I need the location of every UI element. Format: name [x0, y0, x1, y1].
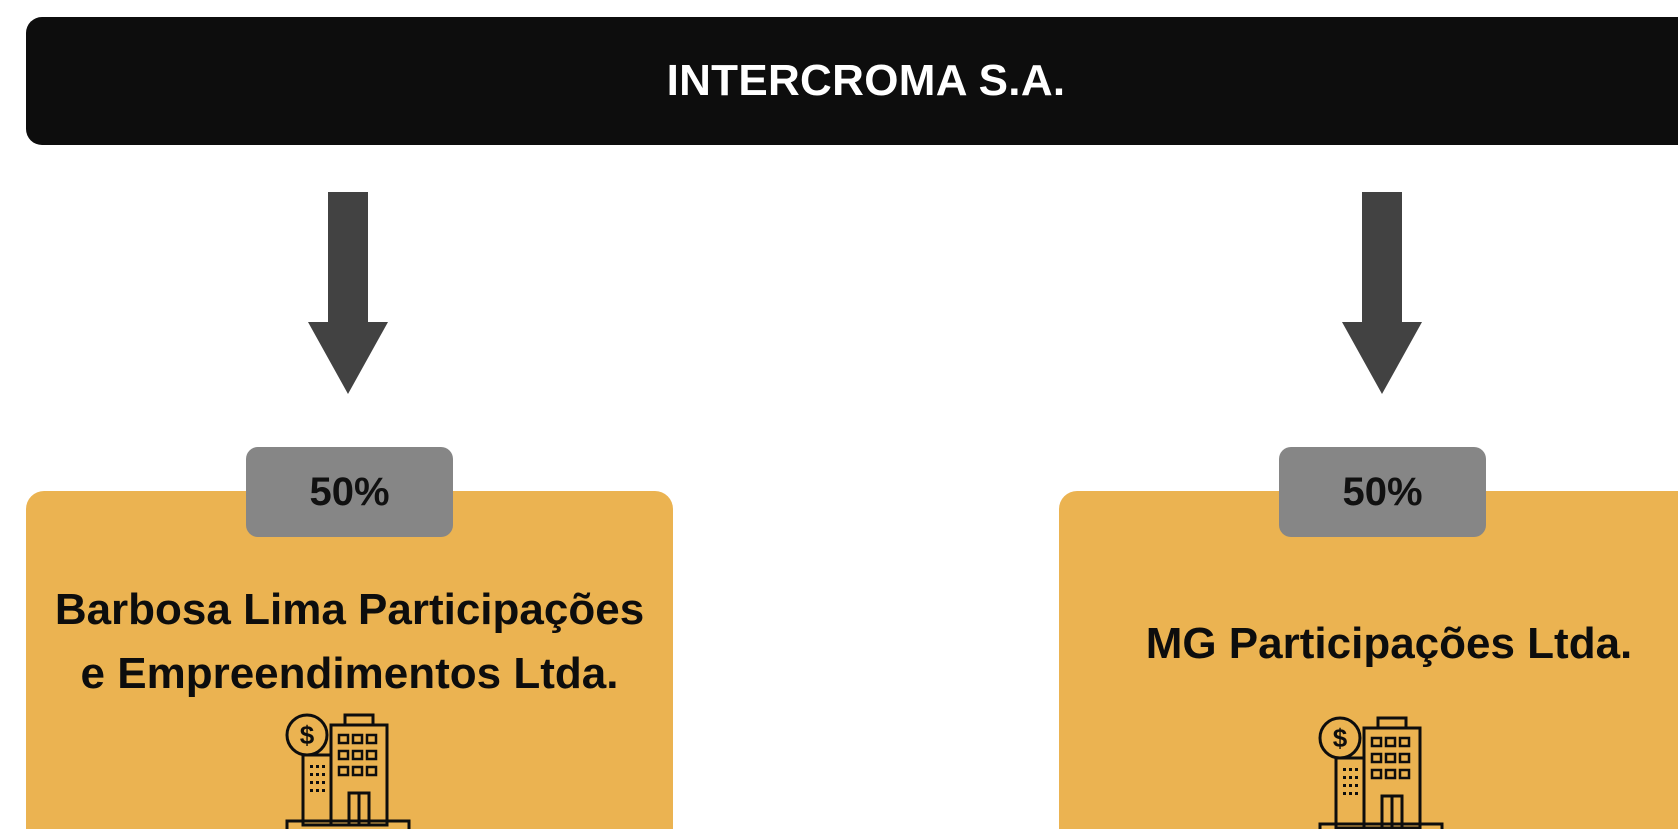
subsidiary-name: MG Participações Ltda. — [1059, 612, 1678, 676]
subsidiary-name-line: e Empreendimentos Ltda. — [80, 649, 619, 698]
svg-text:$: $ — [300, 720, 315, 750]
building-money-icon: $ — [1318, 716, 1444, 829]
building-money-icon: $ — [285, 713, 411, 829]
subsidiary-name-line: Barbosa Lima Participações — [54, 585, 645, 634]
parent-company-box — [26, 17, 1678, 145]
down-arrow-icon — [308, 192, 388, 394]
ownership-badge: 50% — [1279, 447, 1486, 537]
subsidiary-name: Barbosa Lima Participações e Empreendime… — [26, 578, 673, 706]
parent-company-title: INTERCROMA S.A. — [666, 56, 1066, 105]
ownership-badge: 50% — [246, 447, 453, 537]
subsidiary-card-mg-participacoes — [1059, 491, 1678, 829]
svg-text:$: $ — [1333, 723, 1348, 753]
down-arrow-icon — [1342, 192, 1422, 394]
subsidiary-card-barbosa-lima — [26, 491, 673, 829]
subsidiary-name-line: MG Participações Ltda. — [1145, 619, 1633, 668]
